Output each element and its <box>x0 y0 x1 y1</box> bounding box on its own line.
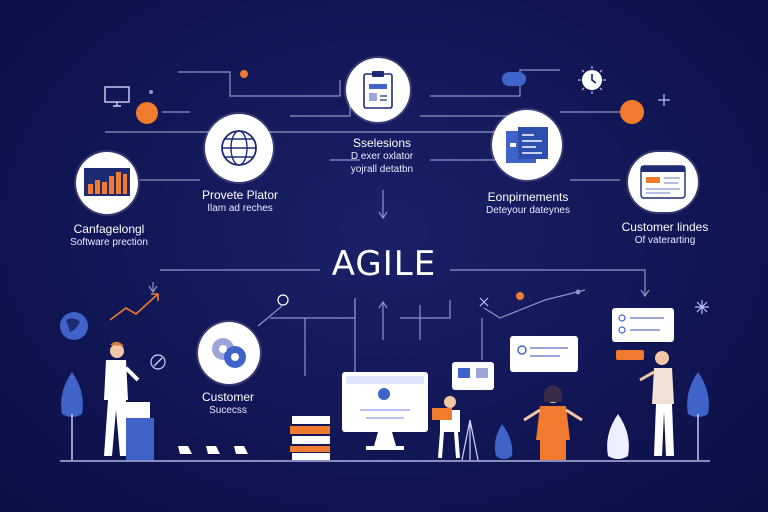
node-subtitle-customer-lindes: Of vaterarting <box>634 235 696 246</box>
globe-icon <box>221 130 257 166</box>
node-subtitle-software: Software prection <box>70 237 148 248</box>
node-subtitle-selections-1: D exer oxlator <box>350 151 414 162</box>
node-subtitle-selections-2: yojrall detatbn <box>350 164 414 175</box>
node-title-selections: Sselesions <box>352 136 412 150</box>
node-subtitle-engineering: Deteyour dateynes <box>486 205 570 216</box>
gear-cluster-icon <box>212 338 246 368</box>
lock-badge-icon <box>620 100 644 124</box>
node-subtitle-customer-success: Sucecss <box>209 405 247 416</box>
node-subtitle-provete: Ilam ad reches <box>207 203 273 214</box>
browser-window-icon <box>640 165 686 199</box>
clock-icon <box>578 66 606 94</box>
node-selections-clipboard <box>346 58 410 122</box>
node-customer-success <box>198 322 260 384</box>
node-title-provete: Provete Plator <box>201 188 279 202</box>
cloud-badge-icon <box>502 72 526 86</box>
agile-title: AGILE <box>331 244 437 284</box>
node-engineering-docs <box>492 110 562 180</box>
document-stack-icon <box>506 127 548 163</box>
node-software-chart <box>76 152 138 214</box>
monitor-icon <box>104 86 130 107</box>
node-title-engineering: Eonpirnements <box>487 190 569 204</box>
node-provete-globe <box>205 114 273 182</box>
clipboard-icon <box>363 71 393 109</box>
alert-badge-icon <box>136 102 158 124</box>
node-title-customer-success: Customer <box>201 390 254 404</box>
monitor-screen <box>342 372 428 432</box>
node-title-customer-lindes: Customer lindes <box>621 220 709 234</box>
bar-chart-icon <box>84 168 130 196</box>
node-title-software: Canfagelongl <box>73 222 145 236</box>
node-customer-lindes-window <box>628 152 698 212</box>
